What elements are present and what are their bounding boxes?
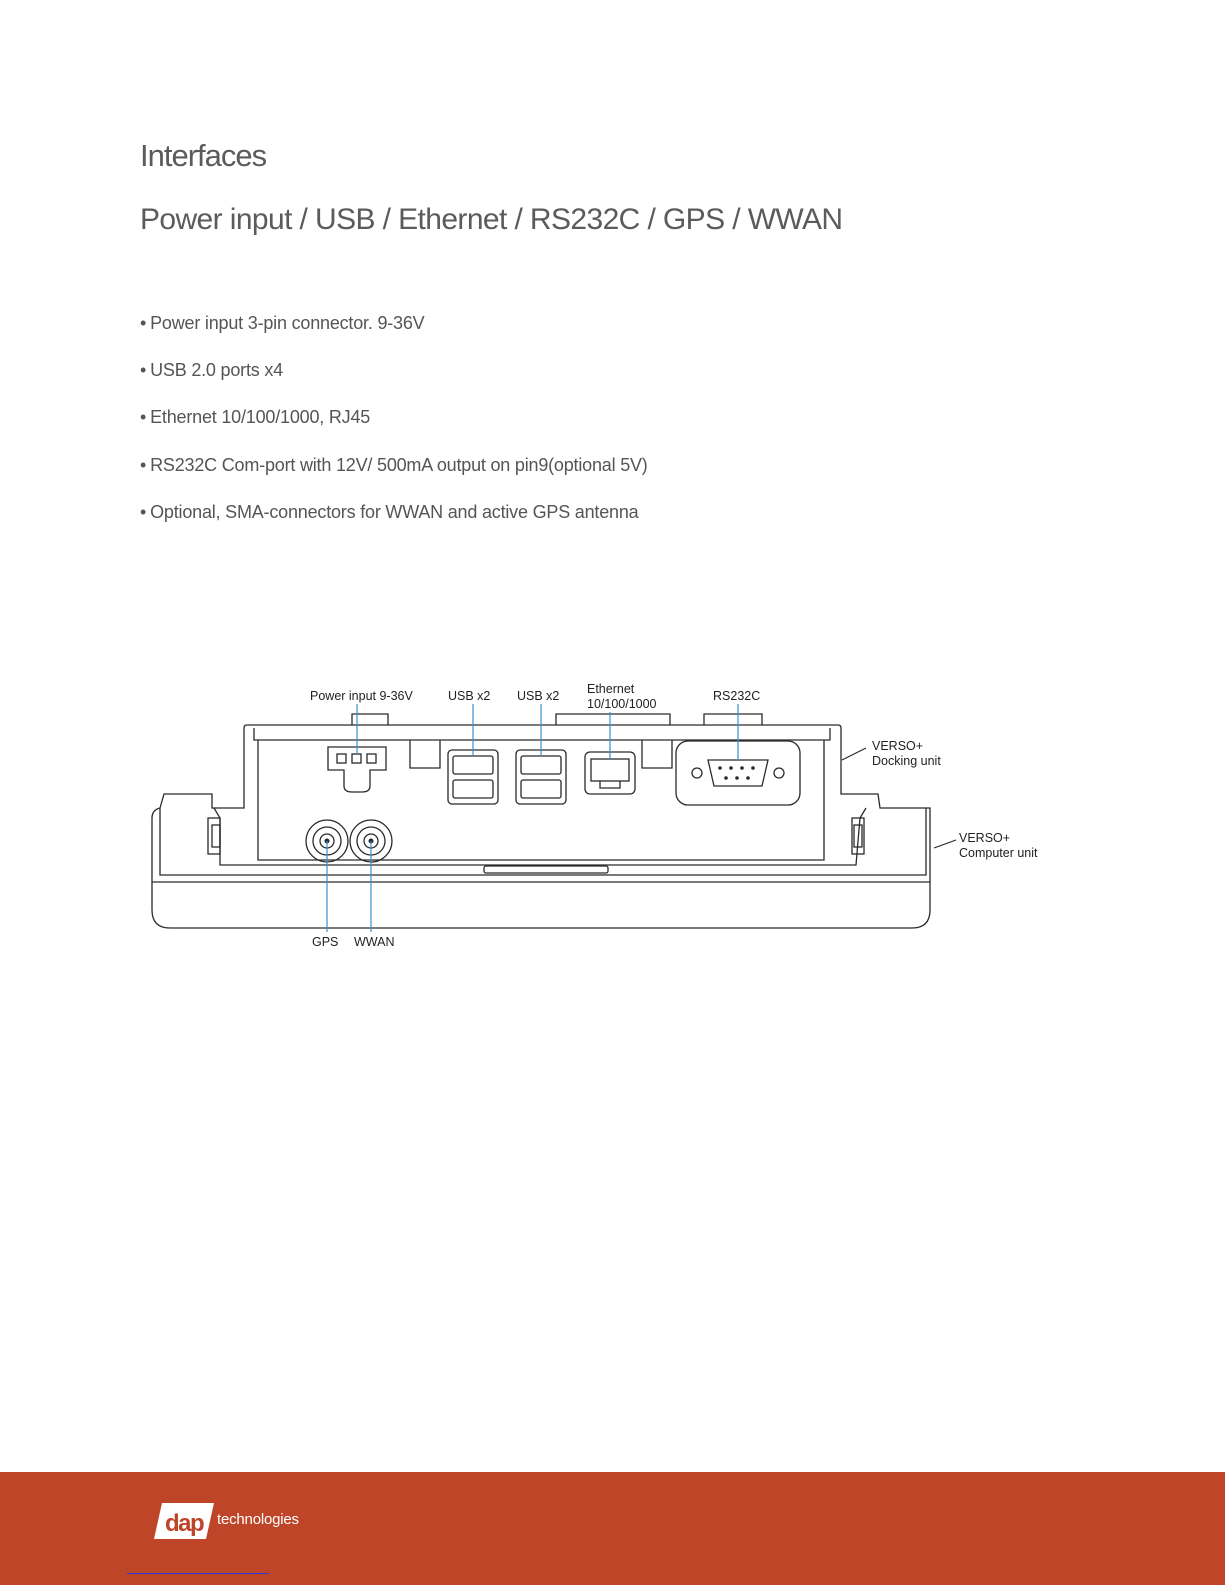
- interfaces-diagram: Power input 9-36V USB x2 USB x2 Ethernet…: [130, 670, 1070, 970]
- ethernet-speed-label: 10/100/1000: [587, 697, 657, 711]
- logo-mark: dap: [165, 1510, 204, 1537]
- list-item-text: USB 2.0 ports x4: [150, 360, 283, 381]
- computer-unit-outline: [151, 724, 931, 882]
- page-title: Interfaces: [140, 138, 267, 173]
- docking-unit-sublabel: Docking unit: [872, 754, 941, 768]
- dap-logo-icon: dap: [154, 1503, 214, 1539]
- usb-label-2: USB x2: [517, 689, 559, 703]
- device-drawing: Power input 9-36V USB x2 USB x2 Ethernet…: [151, 682, 1038, 949]
- list-item: •RS232C Com-port with 12V/ 500mA output …: [140, 452, 648, 499]
- usb-port-icon: [447, 749, 499, 805]
- computer-unit-label: VERSO+: [959, 831, 1010, 845]
- rs232c-label: RS232C: [713, 689, 760, 703]
- usb-label-1: USB x2: [448, 689, 490, 703]
- leader-lines: [326, 704, 739, 932]
- power-connector-icon: [327, 746, 387, 793]
- list-item-text: Power input 3-pin connector. 9-36V: [150, 313, 425, 333]
- list-item-text: RS232C Com-port with 12V/ 500mA output o…: [150, 454, 648, 475]
- feature-list: •Power input 3-pin connector. 9-36V •USB…: [140, 310, 648, 546]
- device-base: [151, 881, 931, 929]
- docking-unit-label: VERSO+: [872, 739, 923, 753]
- power-input-label: Power input 9-36V: [310, 689, 414, 703]
- docking-unit-outline: [253, 728, 831, 741]
- ethernet-label: Ethernet: [587, 682, 635, 696]
- wwan-label: WWAN: [354, 935, 395, 949]
- bullet-marker: •: [140, 313, 147, 333]
- list-item: •Optional, SMA-connectors for WWAN and a…: [140, 499, 648, 546]
- bullet-marker: •: [140, 360, 147, 381]
- list-item: •USB 2.0 ports x4: [140, 357, 648, 404]
- logo-text: technologies: [217, 1511, 299, 1528]
- bullet-marker: •: [140, 407, 147, 428]
- bullet-marker: •: [140, 454, 147, 475]
- bullet-marker: •: [140, 501, 147, 522]
- list-item-text: Optional, SMA-connectors for WWAN and ac…: [150, 501, 639, 522]
- footer-link-underline[interactable]: [127, 1573, 269, 1574]
- gps-label: GPS: [312, 935, 338, 949]
- page-subtitle: Power input / USB / Ethernet / RS232C / …: [140, 203, 843, 236]
- list-item: •Power input 3-pin connector. 9-36V: [140, 310, 648, 357]
- computer-unit-sublabel: Computer unit: [959, 846, 1038, 860]
- list-item: •Ethernet 10/100/1000, RJ45: [140, 404, 648, 451]
- list-item-text: Ethernet 10/100/1000, RJ45: [150, 407, 371, 428]
- usb-port-icon: [515, 749, 567, 805]
